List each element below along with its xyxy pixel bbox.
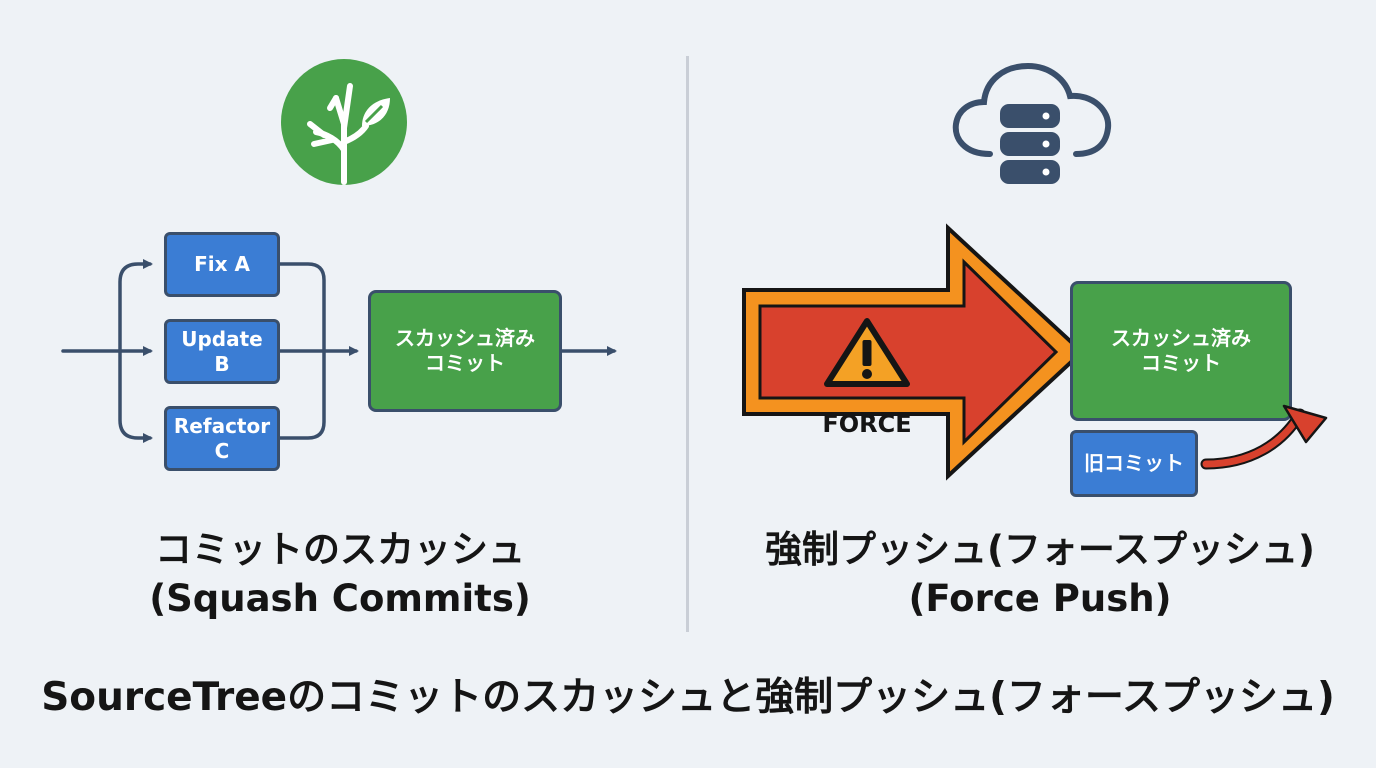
- commit-label-refactor-c: Refactor C: [173, 413, 271, 463]
- warning-icon: [824, 318, 910, 387]
- squashed-commit-label-right: スカッシュ済み コミット: [1111, 326, 1251, 375]
- cloud-database-icon: [952, 62, 1112, 184]
- commit-label-update-b: Update B: [181, 326, 263, 376]
- commit-box-refactor-c: Refactor C: [164, 406, 280, 471]
- force-push-title-ja: 強制プッシュ(フォースプッシュ): [765, 528, 1315, 571]
- force-push-title-en: (Force Push): [908, 577, 1172, 620]
- sourcetree-logo-icon: [281, 59, 407, 185]
- squash-title-en: (Squash Commits): [149, 577, 531, 620]
- squash-connectors: [61, 259, 617, 443]
- squash-title-ja: コミットのスカッシュ: [155, 528, 525, 571]
- panel-divider: [686, 56, 689, 632]
- commit-box-update-b: Update B: [164, 319, 280, 384]
- commit-box-fix-a: Fix A: [164, 232, 280, 297]
- squashed-commit-box-right: スカッシュ済み コミット: [1070, 281, 1292, 421]
- force-arrow: [742, 223, 1085, 481]
- commit-label-fix-a: Fix A: [194, 252, 250, 276]
- squashed-commit-label-left: スカッシュ済み コミット: [395, 326, 535, 375]
- discard-arrow: [1200, 404, 1328, 470]
- footer-caption: SourceTreeのコミットのスカッシュと強制プッシュ(フォースプッシュ): [41, 675, 1335, 720]
- old-commit-box: 旧コミット: [1070, 430, 1198, 497]
- force-label: FORCE: [822, 410, 912, 438]
- old-commit-label: 旧コミット: [1084, 451, 1184, 475]
- squashed-commit-box-left: スカッシュ済み コミット: [368, 290, 562, 412]
